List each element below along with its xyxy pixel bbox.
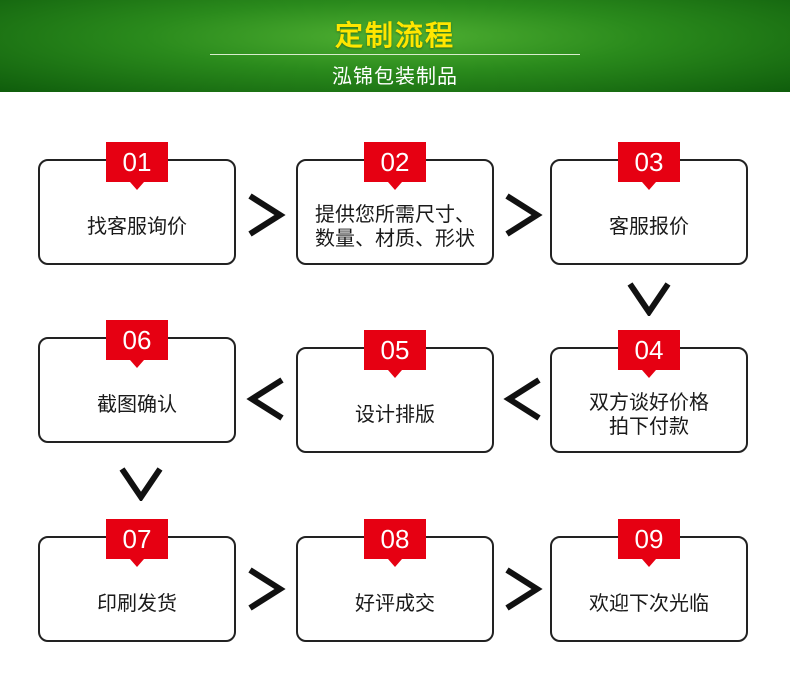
step-label: 设计排版 xyxy=(355,402,435,426)
step-label: 客服报价 xyxy=(609,214,689,238)
step-label: 提供您所需尺寸、 数量、材质、形状 xyxy=(315,202,475,250)
step-label: 双方谈好价格 拍下付款 xyxy=(589,390,709,438)
arrow-right-icon xyxy=(246,566,286,612)
header-banner: 定制流程 泓锦包装制品 xyxy=(0,0,790,92)
step-number-badge: 09 xyxy=(618,519,680,559)
step-label: 好评成交 xyxy=(355,591,435,615)
step-01-card: 01 找客服询价 xyxy=(38,142,236,265)
step-number-badge: 06 xyxy=(106,320,168,360)
step-05-card: 05 设计排版 xyxy=(296,330,494,453)
arrow-down-icon xyxy=(118,465,164,501)
page-title: 定制流程 xyxy=(334,19,455,52)
arrow-right-icon xyxy=(503,566,543,612)
arrow-right-icon xyxy=(246,192,286,238)
step-09-card: 09 欢迎下次光临 xyxy=(550,519,748,642)
step-number-badge: 02 xyxy=(364,142,426,182)
step-04-card: 04 双方谈好价格 拍下付款 xyxy=(550,330,748,453)
step-label: 截图确认 xyxy=(97,392,177,416)
arrow-down-icon xyxy=(626,280,672,316)
arrow-right-icon xyxy=(503,192,543,238)
step-08-card: 08 好评成交 xyxy=(296,519,494,642)
step-label: 找客服询价 xyxy=(87,214,187,238)
step-07-card: 07 印刷发货 xyxy=(38,519,236,642)
step-number-badge: 04 xyxy=(618,330,680,370)
title-divider xyxy=(210,54,580,55)
step-number-badge: 03 xyxy=(618,142,680,182)
step-03-card: 03 客服报价 xyxy=(550,142,748,265)
step-label: 欢迎下次光临 xyxy=(589,591,709,615)
step-02-card: 02 提供您所需尺寸、 数量、材质、形状 xyxy=(296,142,494,265)
step-label: 印刷发货 xyxy=(97,591,177,615)
step-number-badge: 05 xyxy=(364,330,426,370)
arrow-left-icon xyxy=(503,376,543,422)
arrow-left-icon xyxy=(246,376,286,422)
step-06-card: 06 截图确认 xyxy=(38,320,236,443)
step-number-badge: 08 xyxy=(364,519,426,559)
step-number-badge: 01 xyxy=(106,142,168,182)
company-name: 泓锦包装制品 xyxy=(332,64,458,88)
step-number-badge: 07 xyxy=(106,519,168,559)
